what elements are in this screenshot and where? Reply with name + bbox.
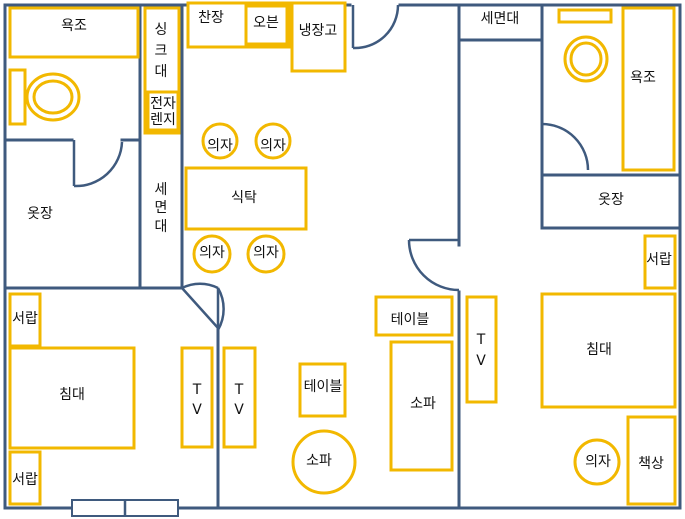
door-double-center [181, 282, 225, 331]
microwave: 전자 렌지 [146, 90, 180, 132]
chair-label: 의자 [253, 245, 279, 261]
sink-label-1: 싱 [155, 22, 168, 38]
bathtub-left: 욕조 [8, 6, 140, 59]
chair-dining-3: 의자 [192, 234, 232, 274]
drawer-left-bottom: 서랍 [8, 450, 42, 506]
tv-label-t: T [192, 382, 202, 398]
chair-label: 의자 [585, 454, 611, 470]
sofa-label: 소파 [306, 453, 332, 469]
drawer-right: 서랍 [643, 234, 677, 290]
sink-label-3: 대 [155, 64, 168, 80]
chair-dining-2: 의자 [254, 122, 292, 160]
washbasin-middle-label-1: 세 [155, 182, 168, 198]
cupboard-label: 찬장 [198, 10, 224, 26]
toilet-left [8, 68, 81, 126]
desk: 책상 [626, 415, 677, 506]
dining-table: 식탁 [184, 166, 308, 231]
tv-label-v: V [476, 353, 486, 369]
tv-label-v: V [234, 402, 244, 418]
table-living: 테이블 [374, 295, 454, 337]
wardrobe-left-label: 옷장 [27, 206, 53, 222]
door-living-right [407, 238, 460, 292]
bed-label: 침대 [59, 387, 85, 403]
drawer-left-top: 서랍 [8, 292, 42, 348]
drawer-label: 서랍 [12, 311, 38, 327]
table-label: 테이블 [391, 312, 430, 328]
washbasin-middle-label-3: 대 [155, 219, 168, 235]
toilet-right [563, 35, 609, 83]
drawer-label: 서랍 [646, 252, 672, 268]
table-living-small: 테이블 [298, 362, 347, 418]
chair-label: 의자 [207, 138, 233, 154]
bed-right: 침대 [540, 292, 677, 409]
chair-label: 의자 [199, 245, 225, 261]
chair-dining-1: 의자 [201, 122, 239, 160]
door-left-closet [72, 140, 124, 188]
sofa: 소파 [389, 340, 454, 472]
microwave-label-1: 전자 [150, 96, 176, 112]
bed-left: 침대 [8, 346, 136, 450]
sofa-round: 소파 [291, 429, 357, 495]
bathtub-right-label: 욕조 [630, 70, 656, 86]
tv-label-v: V [192, 402, 202, 418]
sink-label-2: 크 [155, 43, 168, 59]
microwave-label-2: 렌지 [150, 112, 176, 128]
tv-label-t: T [476, 332, 486, 348]
drawer-label: 서랍 [12, 472, 38, 488]
desk-label: 책상 [638, 456, 664, 472]
sofa-label: 소파 [410, 396, 436, 412]
walls [3, 3, 682, 510]
fridge: 냉장고 [290, 1, 347, 73]
tv-living: T V [222, 346, 257, 449]
washbasin-middle: 세 면 대 [155, 182, 168, 235]
oven: 오븐 [244, 4, 289, 46]
shelf-right [557, 8, 613, 24]
tv-label-t: T [234, 382, 244, 398]
wardrobe-right-label: 옷장 [598, 192, 624, 208]
tv-right: T V [465, 295, 498, 404]
tv-left-1: T V [180, 346, 214, 449]
fridge-label: 냉장고 [299, 23, 338, 39]
chair-label: 의자 [260, 138, 286, 154]
table-label: 테이블 [304, 379, 343, 395]
bed-label: 침대 [586, 342, 612, 358]
chair-right: 의자 [573, 438, 621, 486]
bathtub-right: 욕조 [621, 6, 676, 172]
window-bottom [71, 499, 179, 517]
washbasin-middle-label-2: 면 [155, 200, 168, 216]
dining-table-label: 식탁 [231, 190, 257, 206]
door-right-bath [540, 122, 590, 171]
chair-dining-4: 의자 [246, 234, 286, 274]
bathtub-left-label: 욕조 [61, 18, 87, 34]
washbasin-top-label: 세면대 [481, 11, 520, 27]
door-top-right [351, 4, 400, 50]
oven-label: 오븐 [253, 15, 279, 31]
